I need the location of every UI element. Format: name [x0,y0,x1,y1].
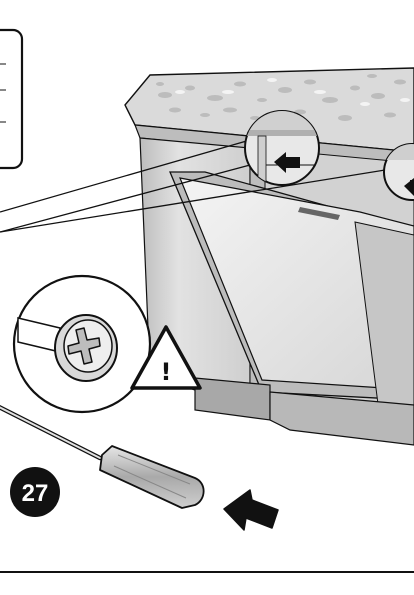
screwdriver-icon [0,405,205,509]
detail-circle-right [383,143,414,201]
arrow-icon [223,489,279,531]
leader-lines [0,139,386,233]
plinth [194,377,414,446]
screw-detail-circle [12,274,152,414]
warning-triangle-icon: ! [130,325,202,390]
arrow-icon [274,152,300,173]
appliance-door [169,171,414,421]
detail-circle-left [244,110,320,186]
countertop [124,67,414,167]
step-number: 27 [22,480,49,507]
arrow-icon [404,178,414,196]
warning-mark: ! [161,358,172,386]
step-number-badge: 27 [10,467,60,517]
screw-icon [54,314,118,382]
detail-callout-box [0,28,24,170]
